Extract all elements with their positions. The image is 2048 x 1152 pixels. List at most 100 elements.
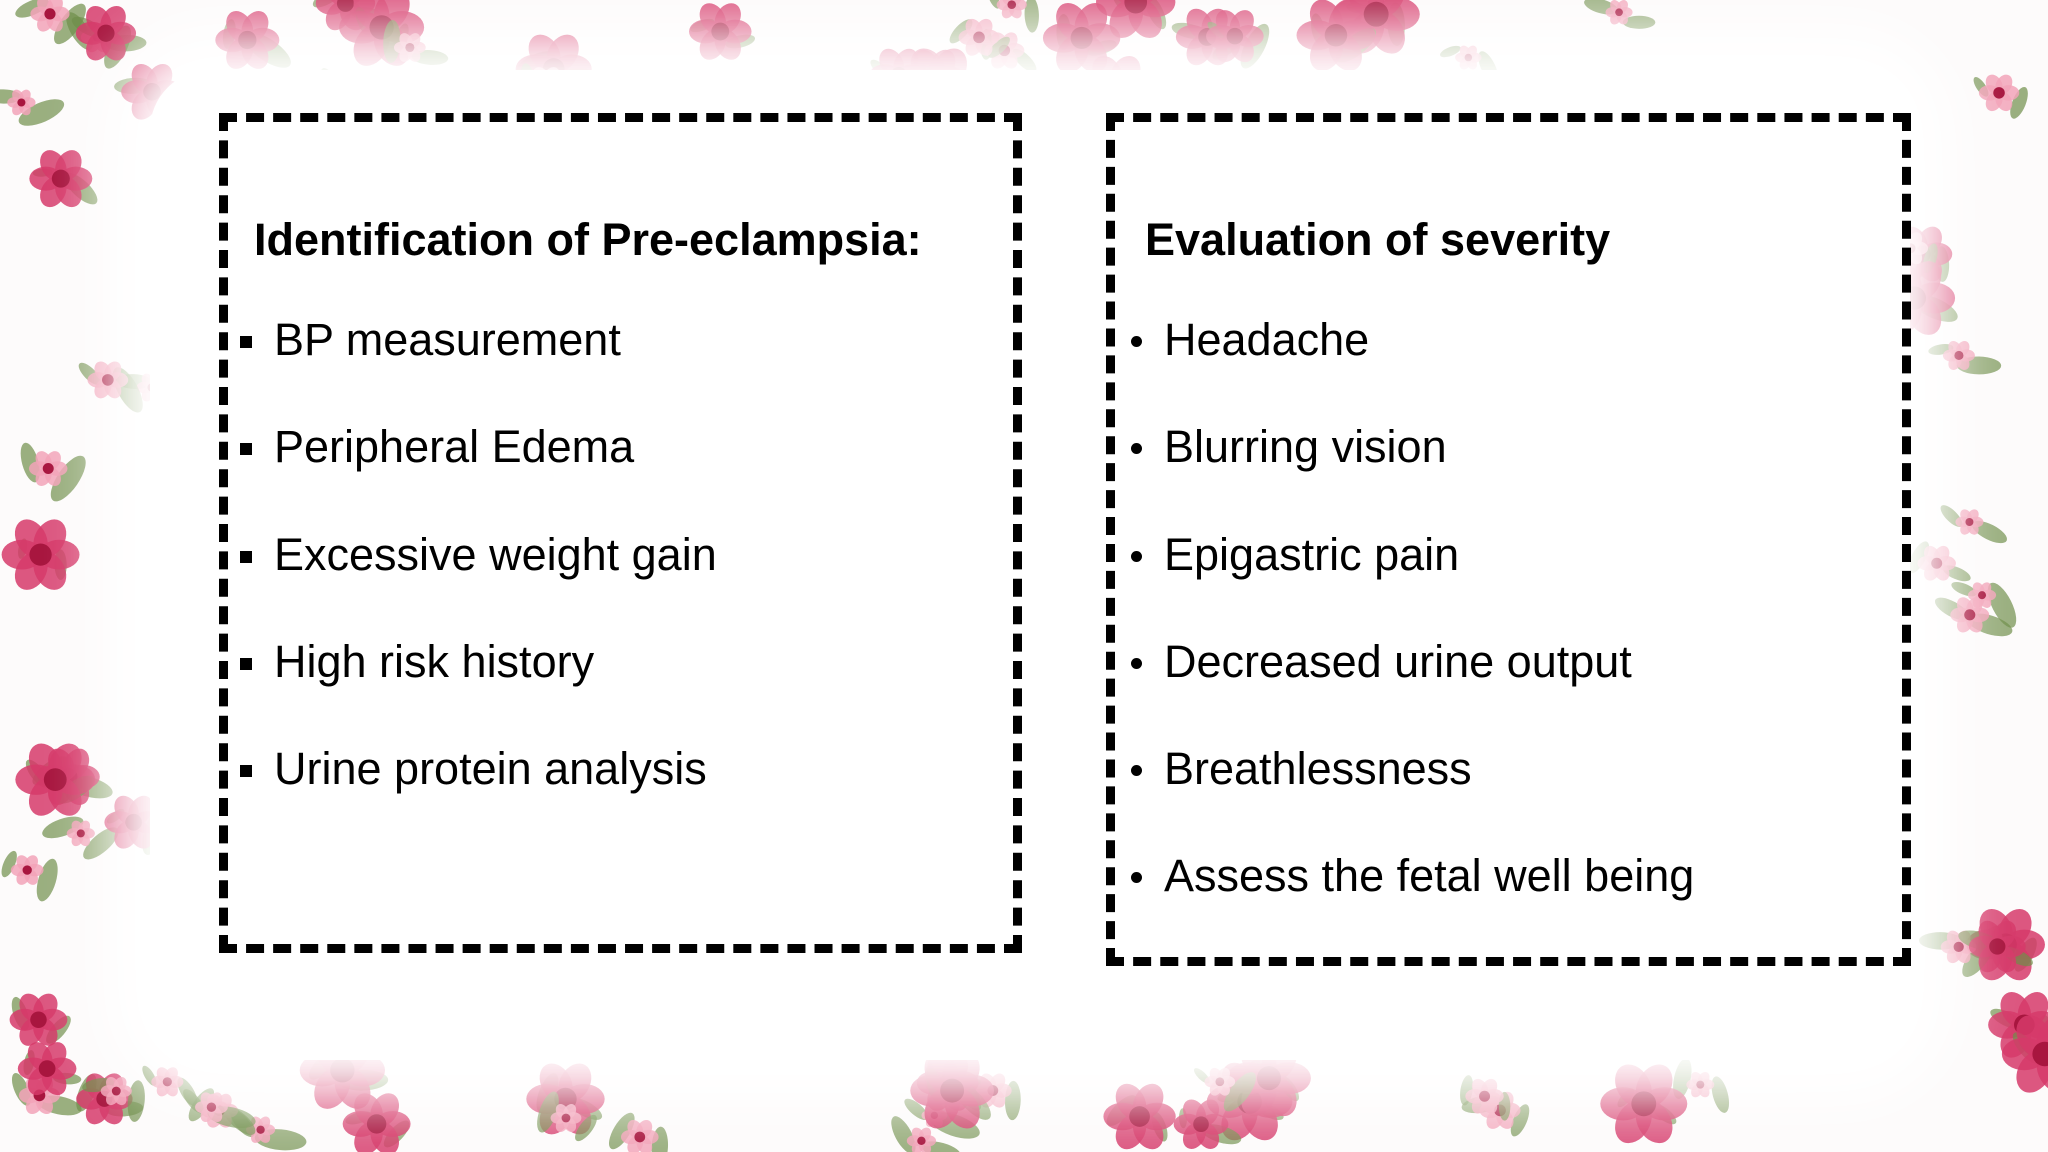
flower-decoration [1942, 340, 1975, 370]
leaf-decoration [1510, 1104, 1530, 1137]
square-bullet-icon [240, 657, 252, 670]
flower-decoration [1917, 545, 1956, 581]
flower-decoration [87, 361, 129, 399]
flower-decoration [1605, 0, 1633, 25]
round-bullet-icon [1131, 872, 1142, 884]
flower-decoration [104, 795, 163, 849]
flower-decoration [1096, 0, 1176, 39]
list-item: Assess the fetal well being [1131, 850, 1694, 957]
round-bullet-icon [1131, 336, 1142, 347]
flower-decoration [393, 33, 426, 62]
flower-decoration [958, 18, 1000, 56]
flower-decoration [1206, 10, 1264, 63]
flower-decoration [30, 0, 70, 32]
flower-decoration [1968, 920, 2026, 973]
leaf-decoration [575, 1114, 597, 1142]
leaf-decoration [1, 850, 17, 878]
list-item: Decreased urine output [1131, 636, 1694, 743]
flower-decoration [1465, 1078, 1504, 1114]
list-item-text: Decreased urine output [1164, 635, 1632, 687]
flower-decoration [75, 5, 137, 61]
list-item: High risk history [240, 636, 717, 743]
leaf-decoration [1673, 1058, 1692, 1099]
leaf-decoration [1908, 541, 1930, 574]
leaf-decoration [54, 3, 86, 45]
flower-decoration [9, 993, 68, 1046]
flower-decoration [689, 3, 752, 60]
round-bullet-icon [1131, 443, 1142, 455]
flower-decoration [996, 0, 1027, 19]
flower-decoration [28, 451, 68, 486]
flower-decoration [1455, 45, 1482, 70]
flower-decoration [195, 1092, 228, 1123]
flower-decoration [100, 1076, 132, 1106]
leaf-decoration [383, 19, 401, 63]
flower-decoration [910, 1052, 994, 1129]
list-item-text: Urine protein analysis [274, 743, 707, 795]
list-item: Excessive weight gain [240, 529, 717, 636]
flower-decoration [215, 11, 280, 69]
flower-decoration [17, 1042, 77, 1096]
leaf-decoration [1223, 1072, 1256, 1112]
list-item: Headache [1131, 314, 1694, 421]
list-item: Epigastric pain [1131, 529, 1694, 636]
pre-eclampsia-identification-box: Identification of Pre-eclampsia: BP meas… [219, 113, 1022, 953]
flower-decoration [2001, 1015, 2048, 1093]
square-bullet-icon [240, 765, 252, 778]
list-item-text: Excessive weight gain [274, 528, 717, 580]
leaf-decoration [988, 36, 1010, 58]
right-box-title: Evaluation of severity [1145, 214, 1611, 265]
leaf-decoration [1440, 45, 1461, 58]
flower-decoration [10, 855, 44, 885]
list-item: Urine protein analysis [240, 743, 717, 850]
list-item-text: Epigastric pain [1164, 528, 1460, 580]
leaf-decoration [2010, 86, 2028, 119]
slide-content-background [150, 70, 1910, 1060]
leaf-decoration [83, 827, 119, 860]
leaf-decoration [50, 455, 86, 502]
list-item-text: Blurring vision [1164, 421, 1447, 473]
severity-evaluation-box: Evaluation of severity Headache Blurring… [1106, 113, 1911, 966]
square-bullet-icon [240, 443, 252, 456]
flower-decoration [66, 820, 95, 847]
list-item: Breathlessness [1131, 743, 1694, 850]
leaf-decoration [411, 50, 449, 65]
list-item-text: Headache [1164, 314, 1370, 365]
flower-decoration [1967, 582, 1997, 608]
list-item-text: Assess the fetal well being [1164, 850, 1695, 902]
flower-decoration [1686, 1071, 1715, 1098]
flower-decoration [550, 1104, 582, 1132]
list-item-text: Peripheral Edema [274, 421, 635, 473]
flower-decoration [7, 89, 36, 116]
flower-decoration [1600, 1064, 1688, 1144]
flower-decoration [1955, 509, 1984, 535]
leaf-decoration [1024, 0, 1039, 33]
leaf-decoration [1711, 1076, 1730, 1113]
square-bullet-icon [240, 550, 252, 563]
flower-decoration [1950, 597, 1990, 633]
flower-decoration [1, 519, 80, 590]
list-item-text: High risk history [274, 635, 595, 687]
list-item: Peripheral Edema [240, 421, 717, 528]
flower-decoration [29, 150, 93, 208]
round-bullet-icon [1131, 550, 1142, 562]
round-bullet-icon [1131, 765, 1142, 777]
list-item: Blurring vision [1131, 421, 1694, 528]
leaf-decoration [608, 1112, 635, 1150]
identification-list: BP measurement Peripheral Edema Excessiv… [240, 314, 717, 850]
flower-decoration [1296, 0, 1376, 71]
flower-decoration [1204, 1067, 1236, 1096]
flower-decoration [1173, 1099, 1229, 1149]
flower-decoration [620, 1119, 659, 1152]
flower-decoration [1978, 74, 2020, 112]
leaf-decoration [1971, 520, 2008, 544]
severity-list: Headache Blurring vision Epigastric pain… [1131, 314, 1694, 958]
leaf-decoration [18, 99, 65, 126]
flower-decoration [15, 743, 96, 816]
round-bullet-icon [1131, 657, 1142, 669]
leaf-decoration [537, 1091, 559, 1133]
leaf-decoration [921, 1141, 961, 1152]
flower-decoration [1103, 1083, 1176, 1150]
square-bullet-icon [240, 336, 252, 348]
flower-decoration [151, 1067, 184, 1097]
